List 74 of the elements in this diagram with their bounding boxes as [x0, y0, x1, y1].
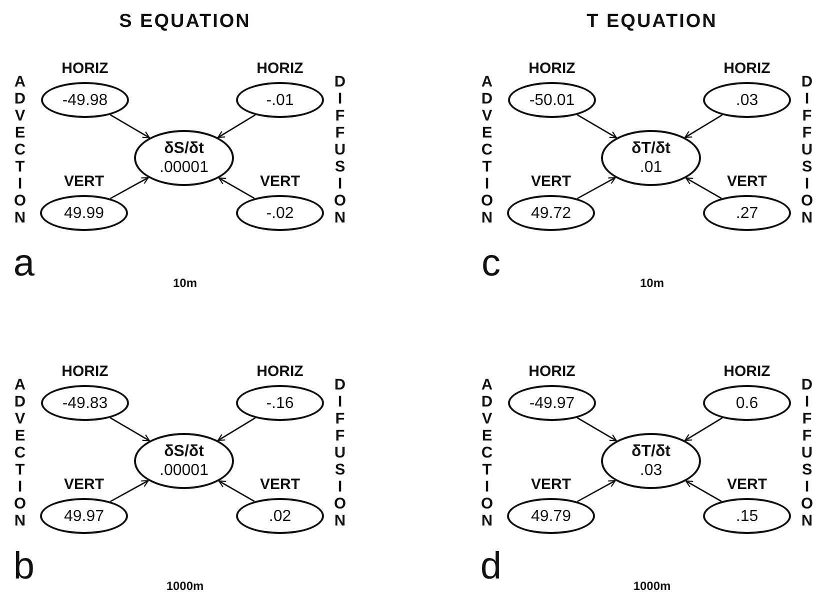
arrow: [684, 114, 723, 138]
rate-value: .00001: [160, 158, 208, 177]
value-text: .02: [268, 506, 292, 526]
side-label: ADVECTION: [480, 73, 494, 227]
value-text: 49.97: [64, 506, 104, 526]
term-label: HORIZ: [256, 60, 304, 78]
arrow: [685, 480, 722, 502]
term-label: VERT: [62, 476, 105, 494]
depth-label: 10m: [172, 276, 198, 290]
arrow: [218, 480, 255, 502]
rate-value: .01: [640, 158, 662, 177]
value-text: 49.99: [64, 204, 104, 222]
depth-label: 1000m: [633, 579, 671, 593]
panel-letter: a: [13, 242, 35, 286]
arrow: [110, 480, 149, 502]
value-text: 0.6: [736, 394, 758, 412]
side-label: ADVECTION: [14, 73, 26, 227]
side-label: DIFFUSION: [334, 73, 346, 227]
rate-label: δS/δt: [164, 139, 204, 158]
value-text: 49.72: [530, 204, 572, 222]
rate-label: δT/δt: [632, 139, 670, 158]
term-label: HORIZ: [528, 363, 576, 381]
arrow: [576, 480, 616, 502]
rate-value: .00001: [160, 461, 208, 480]
side-label: DIFFUSION: [334, 376, 346, 530]
arrow: [218, 177, 255, 199]
term-label: VERT: [258, 476, 301, 494]
arrow: [576, 417, 617, 442]
value-text: 49.79: [530, 506, 572, 526]
rate-label: δT/δt: [632, 442, 670, 461]
panel-letter: d: [480, 546, 502, 588]
term-label: VERT: [62, 173, 105, 191]
depth-label: 1000m: [166, 579, 204, 593]
arrow: [576, 177, 616, 200]
rate-label: δS/δt: [164, 442, 204, 461]
value-text: -49.98: [62, 90, 108, 110]
value-text: -.01: [266, 90, 294, 110]
arrow: [217, 114, 256, 138]
term-label: VERT: [726, 173, 768, 191]
term-label: HORIZ: [256, 363, 304, 381]
arrow: [110, 114, 150, 138]
arrow: [576, 114, 617, 138]
arrow: [684, 417, 723, 442]
side-label: DIFFUSION: [800, 376, 814, 530]
value-text: -50.01: [529, 90, 575, 110]
term-label: HORIZ: [60, 363, 110, 381]
panel-title: S EQUATION: [119, 11, 251, 33]
arrow: [110, 177, 149, 200]
value-text: -49.83: [62, 394, 108, 412]
value-text: -.16: [266, 394, 294, 412]
term-label: HORIZ: [528, 60, 576, 78]
term-label: HORIZ: [722, 363, 772, 381]
side-label: ADVECTION: [14, 376, 26, 530]
value-text: .27: [736, 204, 758, 222]
arrow: [685, 177, 722, 199]
term-label: VERT: [530, 173, 572, 191]
panel-letter: c: [482, 242, 500, 286]
value-text: -49.97: [529, 394, 575, 412]
arrow: [110, 417, 150, 442]
term-label: HORIZ: [722, 60, 772, 78]
side-label: DIFFUSION: [800, 73, 814, 227]
panel-title: T EQUATION: [586, 11, 718, 33]
term-label: HORIZ: [60, 60, 110, 78]
value-text: .15: [736, 506, 758, 526]
arrow: [217, 417, 256, 442]
term-label: VERT: [726, 476, 768, 494]
value-text: -.02: [266, 204, 294, 222]
rate-value: .03: [640, 461, 662, 480]
term-label: VERT: [258, 173, 301, 191]
term-label: VERT: [530, 476, 572, 494]
panel-letter: b: [13, 546, 35, 588]
value-text: .03: [736, 90, 758, 110]
side-label: ADVECTION: [480, 376, 494, 530]
depth-label: 10m: [640, 276, 664, 290]
